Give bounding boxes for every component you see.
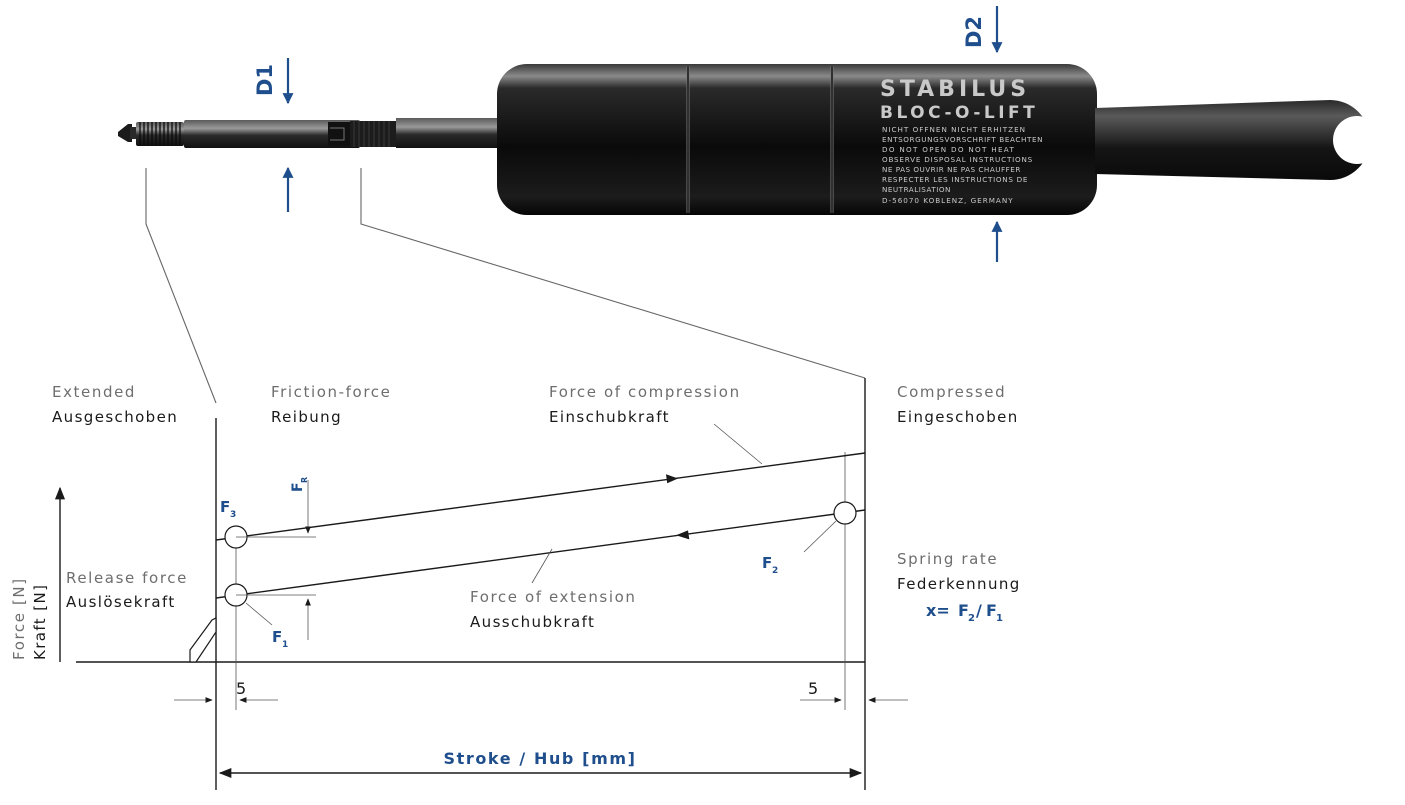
formula-prefix: x= (926, 601, 950, 620)
fr-label: F R (290, 477, 309, 492)
offset-label-right: 5 (808, 679, 818, 698)
f2-circle (833, 501, 857, 525)
warning-line: RESPECTER LES INSTRUCTIONS DE (882, 175, 1028, 184)
formula-f2: F (958, 601, 969, 620)
extended-label-de: Ausgeschoben (52, 408, 178, 426)
f2-leader (803, 520, 837, 553)
cylinder-body (497, 64, 1097, 215)
fr-text: F (290, 482, 306, 492)
compression-leader (713, 423, 763, 465)
y-axis-label-en: Force [N] (10, 577, 28, 660)
extension-direction-arrow (676, 530, 690, 540)
compressed-label-de: Eingeschoben (897, 408, 1019, 426)
d2-label: D2 (962, 16, 986, 48)
warning-text: NICHT OFFNEN NICHT ERHITZEN ENTSORGUNGSV… (882, 125, 1043, 205)
extension-label-en: Force of extension (470, 588, 637, 606)
f2-sub: 2 (772, 566, 778, 576)
formula-f1-sub: 1 (996, 613, 1003, 624)
d1-label: D1 (253, 64, 277, 96)
f3-sub: 3 (230, 510, 236, 520)
warning-line: NE PAS OUVRIR NE PAS CHAUFFER (882, 165, 1021, 174)
f3-text: F (220, 498, 230, 516)
gas-spring-illustration: STABILUS BLOC-O-LIFT NICHT OFFNEN NICHT … (118, 64, 1381, 215)
extension-leader (531, 548, 553, 584)
d2-marker: D2 (962, 6, 1003, 262)
spring-rate-formula: x= F 2 / F 1 (926, 601, 1003, 624)
friction-label-en: Friction-force (271, 383, 391, 401)
leader-line-compressed (360, 168, 866, 379)
extension-curve (215, 509, 866, 599)
model-text: BLOC-O-LIFT (880, 103, 1038, 123)
f1-text: F (272, 628, 282, 646)
eyelet (1095, 100, 1381, 180)
force-diagram (54, 378, 908, 790)
compressed-label-en: Compressed (897, 383, 1006, 401)
warning-line: DO NOT OPEN DO NOT HEAT (882, 145, 1015, 154)
release-force-label-en: Release force (66, 569, 188, 587)
formula-slash: / (976, 601, 982, 620)
f2-label: F 2 (762, 554, 778, 576)
f1-label: F 1 (272, 628, 288, 650)
release-force-ramp (189, 617, 217, 663)
d1-marker: D1 (253, 58, 294, 212)
compression-curve (215, 452, 866, 541)
warning-line: NEUTRALISATION (882, 185, 951, 194)
y-axis-label-de: Kraft [N] (31, 584, 49, 660)
formula-f2-sub: 2 (968, 613, 975, 624)
compression-label-en: Force of compression (549, 383, 741, 401)
end-fitting (118, 124, 136, 142)
fr-sub: R (300, 477, 309, 483)
threaded-stud (136, 122, 184, 146)
x-axis-label: Stroke / Hub [mm] (443, 749, 636, 768)
f3-label: F 3 (220, 498, 236, 520)
warning-line: ENTSORGUNGSVORSCHRIFT BEACHTEN (882, 135, 1043, 144)
spring-rate-label-de: Federkennung (897, 575, 1021, 593)
extended-label-en: Extended (52, 383, 136, 401)
formula-f1: F (986, 601, 997, 620)
valve-rod (184, 118, 500, 148)
f1-leader (245, 602, 273, 626)
extension-label-de: Ausschubkraft (470, 613, 595, 631)
compression-label-de: Einschubkraft (549, 408, 670, 426)
compression-direction-arrow (666, 474, 678, 484)
warning-line: D-56070 KOBLENZ, GERMANY (882, 196, 1014, 205)
offset-label-left: 5 (236, 679, 246, 698)
f2-text: F (762, 554, 772, 572)
f1-sub: 1 (282, 640, 288, 650)
release-force-label-de: Auslösekraft (66, 593, 176, 611)
brand-text: STABILUS (880, 77, 1030, 102)
spring-rate-label-en: Spring rate (897, 550, 998, 568)
warning-line: NICHT OFFNEN NICHT ERHITZEN (882, 125, 1026, 134)
friction-label-de: Reibung (271, 408, 342, 426)
leader-line-extended (145, 168, 217, 404)
warning-line: OBSERVE DISPOSAL INSTRUCTIONS (882, 155, 1033, 164)
